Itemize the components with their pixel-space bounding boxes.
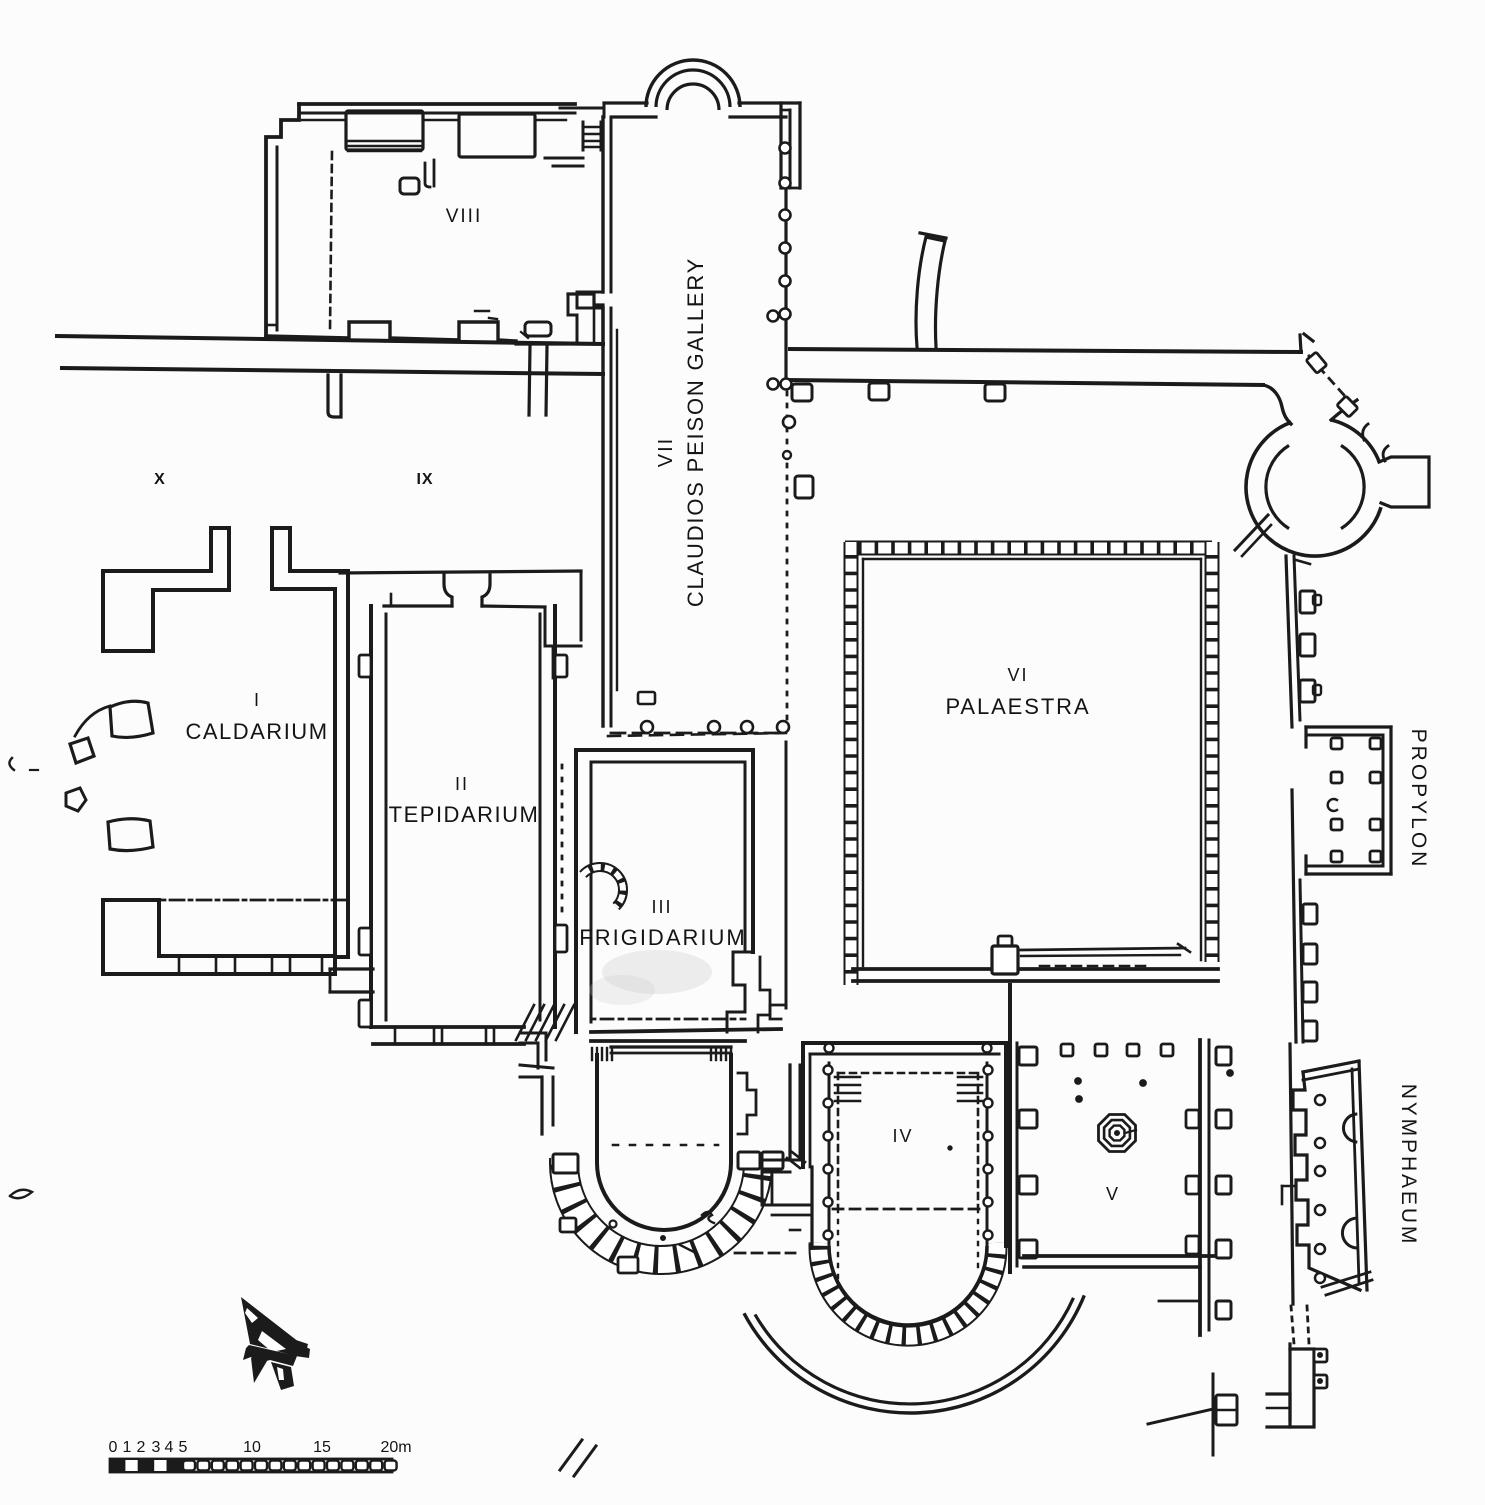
svg-text:3: 3	[152, 1439, 161, 1456]
svg-text:VI: VI	[1007, 665, 1028, 685]
svg-text:I: I	[254, 690, 260, 710]
svg-text:20m: 20m	[380, 1439, 411, 1456]
svg-text:4: 4	[165, 1439, 174, 1456]
svg-text:5: 5	[179, 1439, 188, 1456]
svg-text:15: 15	[313, 1439, 331, 1456]
svg-text:CALDARIUM: CALDARIUM	[185, 719, 328, 744]
svg-text:10: 10	[243, 1439, 261, 1456]
svg-text:FRIGIDARIUM: FRIGIDARIUM	[579, 925, 746, 950]
svg-text:II: II	[455, 774, 469, 794]
svg-text:CLAUDIOS PEISON GALLERY: CLAUDIOS PEISON GALLERY	[683, 257, 708, 607]
svg-text:NYMPHAEUM: NYMPHAEUM	[1397, 1084, 1420, 1247]
svg-text:VIII: VIII	[446, 206, 483, 227]
svg-text:X: X	[154, 471, 166, 488]
svg-text:III: III	[651, 897, 672, 917]
svg-text:2: 2	[137, 1439, 146, 1456]
svg-text:IX: IX	[416, 471, 433, 488]
svg-text:0: 0	[109, 1439, 118, 1456]
svg-text:TEPIDARIUM: TEPIDARIUM	[389, 802, 540, 827]
svg-text:1: 1	[123, 1439, 132, 1456]
svg-text:VII: VII	[655, 437, 677, 467]
svg-text:V: V	[1106, 1184, 1120, 1204]
svg-text:PROPYLON: PROPYLON	[1407, 729, 1430, 870]
svg-text:PALAESTRA: PALAESTRA	[945, 694, 1090, 719]
svg-text:IV: IV	[892, 1126, 913, 1146]
